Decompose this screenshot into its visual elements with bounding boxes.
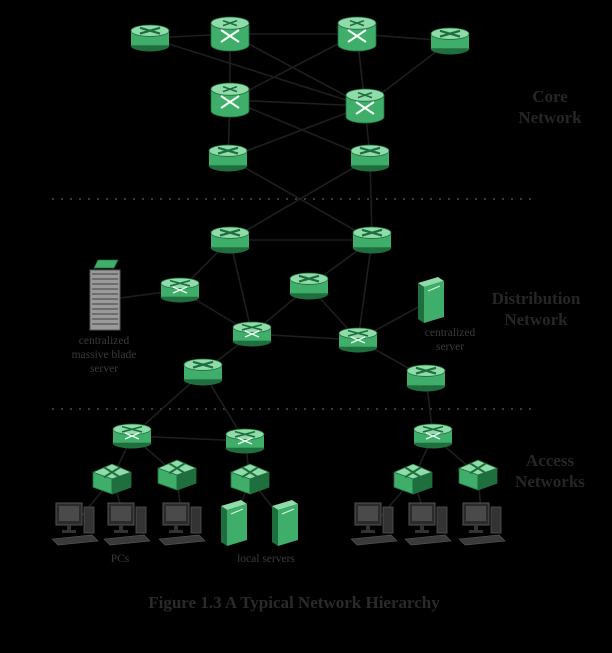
central-label-line2: server	[435, 341, 465, 353]
centralized-server-icon	[418, 277, 444, 323]
dist-router-low-left-icon	[232, 321, 272, 347]
central-label-line1: centralized	[424, 327, 476, 339]
access-switch-1-icon	[91, 463, 133, 495]
blade-server-icon	[89, 259, 121, 331]
core-switch-mid-right-icon	[345, 88, 385, 124]
distribution-label-line2: Network	[504, 310, 568, 329]
dist-top-router-left-icon	[210, 226, 250, 254]
link-core-edge-router-right-dist-top-router-right	[369, 157, 373, 241]
dist-top-router-right-icon	[352, 226, 392, 254]
core-label-line2: Network	[518, 108, 582, 127]
core-switch-mid-left-icon	[210, 82, 250, 118]
centralized-server-label: centralized server	[408, 326, 492, 354]
pc-2-icon	[103, 502, 151, 546]
core-network-label: Core Network	[500, 86, 600, 128]
local-servers-label: local servers	[237, 553, 295, 565]
local-server-1-icon	[221, 500, 247, 546]
link-dist-top-router-left-dist-router-low-left	[229, 239, 253, 335]
access-label-line1: Access	[525, 451, 575, 470]
pc-6-icon	[458, 502, 506, 546]
pc-5-icon	[404, 502, 452, 546]
core-edge-router-right-icon	[350, 144, 390, 172]
blade-label-line3: server	[89, 363, 119, 375]
links-layer	[74, 33, 483, 525]
core-edge-router-left-icon	[208, 144, 248, 172]
access-networks-label: Access Networks	[498, 450, 602, 492]
access-router-3-icon	[413, 423, 453, 449]
dist-router-access-left-icon	[183, 358, 223, 386]
dist-router-center-icon	[289, 272, 329, 300]
dist-router-blade-icon	[160, 277, 200, 303]
distribution-network-label: Distribution Network	[478, 288, 594, 330]
link-dist-top-router-right-dist-router-low-right	[357, 239, 373, 341]
link-core-switch-right-core-switch-mid-left	[229, 33, 358, 101]
devices-layer	[51, 16, 506, 546]
dist-router-low-right-icon	[338, 327, 378, 353]
link-core-router-left-core-switch-mid-right	[149, 37, 366, 107]
access-router-1-icon	[112, 423, 152, 449]
core-router-left-icon	[130, 24, 170, 52]
blade-label-line2: massive blade	[71, 349, 137, 361]
blade-label-line1: centralized	[78, 335, 130, 347]
local-server-2-icon	[272, 500, 298, 546]
access-switch-2-icon	[156, 459, 198, 491]
link-core-switch-left-core-switch-mid-right	[229, 33, 366, 107]
access-router-2-icon	[225, 428, 265, 454]
core-switch-left-icon	[210, 16, 250, 52]
link-core-edge-router-right-dist-top-router-left	[229, 157, 371, 241]
core-switch-right-icon	[337, 16, 377, 52]
core-router-right-icon	[430, 27, 470, 55]
access-switch-5-icon	[457, 459, 499, 491]
pc-3-icon	[158, 502, 206, 546]
pc-4-icon	[350, 502, 398, 546]
figure-caption: Figure 1.3 A Typical Network Hierarchy	[148, 593, 440, 612]
core-label-line1: Core	[532, 87, 568, 106]
distribution-label-line1: Distribution	[491, 289, 581, 308]
link-core-switch-mid-right-core-edge-router-left	[227, 105, 366, 159]
pc-1-icon	[51, 502, 99, 546]
link-core-switch-mid-left-core-edge-router-right	[229, 99, 371, 159]
access-switch-4-icon	[392, 463, 434, 495]
blade-server-label: centralized massive blade server	[56, 334, 152, 376]
access-switch-3-icon	[229, 463, 271, 495]
pcs-label: PCs	[110, 553, 130, 565]
access-label-line2: Networks	[515, 472, 585, 491]
dist-router-access-right-icon	[406, 364, 446, 392]
link-core-switch-mid-left-core-switch-mid-right	[229, 99, 366, 107]
